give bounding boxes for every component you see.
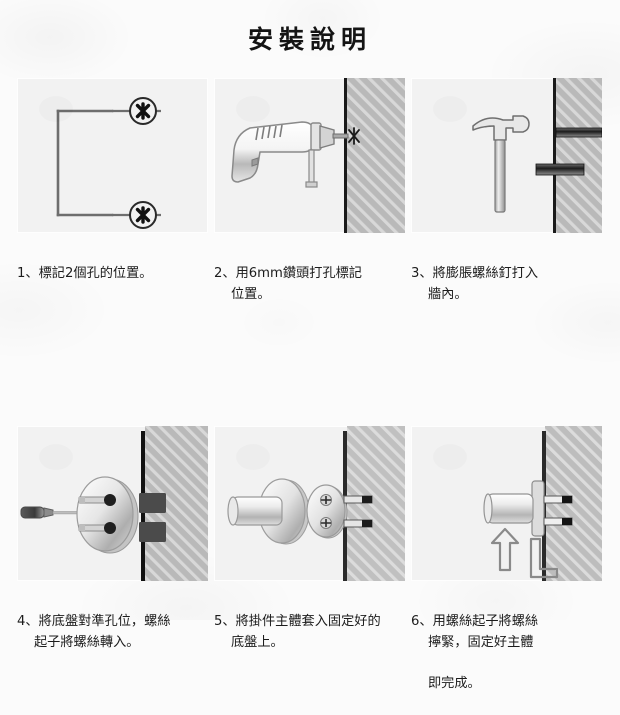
step-caption-1: 1、標記2個孔的位置。 (17, 244, 208, 285)
step-cell-2: 2、用6mm鑽頭打孔標記 位置。 (214, 78, 405, 326)
wall-face-line (553, 78, 556, 233)
hook-arm (231, 496, 283, 526)
caption-line: 6、用螺絲起子將螺絲 (411, 614, 539, 630)
caption-line: 3、將膨脹螺絲釘打入 (411, 266, 539, 282)
anchor-top (555, 127, 602, 138)
step-cell-5: 5、將掛件主體套入固定好的 底盤上。 (214, 425, 405, 715)
mounted-hook (483, 480, 545, 537)
panel-blot (433, 96, 467, 122)
wall-anchor-top (139, 492, 166, 513)
caption-line: 底盤上。 (231, 634, 284, 650)
screw-top (78, 493, 116, 506)
page-title: 安裝說明 (247, 25, 372, 54)
step-illustration-6 (411, 425, 602, 581)
base-plate-aligned-with-screwdriver (20, 425, 208, 581)
step-caption-2: 2、用6mm鑽頭打孔標記 位置。 (214, 244, 405, 326)
plate-screw-head-top (320, 493, 332, 506)
caption-line: 牆內。 (428, 286, 468, 302)
hammer-driving-anchors (472, 78, 602, 233)
step-illustration-4 (17, 425, 208, 581)
mounting-screws-in-wall (343, 495, 373, 528)
drill-mark (348, 127, 360, 145)
drill-bit (332, 133, 349, 139)
hammer-head (472, 115, 530, 141)
hook-arm-cap (227, 496, 239, 526)
electric-drill (231, 121, 349, 188)
hook-arm (486, 493, 534, 524)
panel-blot (236, 96, 270, 122)
hook-body (227, 478, 310, 545)
caption-line: 起子將螺絲轉入。 (34, 634, 140, 650)
installation-instruction-sheet: 安裝說明 (17, 25, 602, 691)
step-illustration-3 (411, 78, 602, 233)
plate-screw-head-bottom (320, 516, 332, 529)
anchor-bottom (535, 163, 585, 176)
step-illustration-2 (214, 78, 405, 233)
caption-line: 5、將掛件主體套入固定好的 (214, 614, 381, 630)
screwdriver (20, 506, 80, 519)
caption-line: 即完成。 (428, 675, 481, 691)
steps-grid: 1、標記2個孔的位置。 (17, 78, 603, 715)
step-cell-3: 3、將膨脹螺絲釘打入 牆內。 (411, 78, 602, 326)
wall-face-line (344, 78, 347, 233)
panel-blot (39, 444, 73, 470)
step-caption-4: 4、將底盤對準孔位，螺絲 起子將螺絲轉入。 (17, 592, 208, 674)
screw-mark-bottom (129, 201, 157, 229)
step-cell-6: 6、用螺絲起子將螺絲 擰緊，固定好主體 即完成。 (411, 425, 602, 715)
drill-depth-rod (305, 149, 318, 188)
hammer-handle (494, 139, 506, 213)
caption-line: 4、將底盤對準孔位，螺絲 (17, 614, 171, 630)
panel-blot (39, 96, 73, 122)
hook-base-flange (531, 480, 545, 537)
drill-chuck (319, 125, 335, 149)
base-plate (76, 476, 139, 554)
step-caption-3: 3、將膨脹螺絲釘打入 牆內。 (411, 244, 602, 326)
step-caption-5: 5、將掛件主體套入固定好的 底盤上。 (214, 592, 405, 674)
wall-hatched (556, 78, 602, 233)
steps-row-2: 4、將底盤對準孔位，螺絲 起子將螺絲轉入。 (17, 425, 603, 715)
caption-line: 1、標記2個孔的位置。 (17, 266, 153, 282)
screwdriver-shaft (52, 511, 80, 515)
hook-body-slides-onto-base-plate (227, 425, 405, 581)
fixing-screws (543, 495, 573, 526)
tighten-set-screw-finished (483, 425, 602, 581)
drill-vents (255, 124, 283, 141)
hex-key (529, 537, 559, 578)
electric-drill-into-wall (231, 78, 405, 233)
caption-line: 擰緊，固定好主體 (428, 634, 534, 650)
step-cell-1: 1、標記2個孔的位置。 (17, 78, 208, 326)
hammer (472, 115, 530, 213)
step-caption-6: 6、用螺絲起子將螺絲 擰緊，固定好主體 即完成。 (411, 592, 602, 715)
step-cell-4: 4、將底盤對準孔位，螺絲 起子將螺絲轉入。 (17, 425, 208, 715)
screw-mark-top (129, 97, 157, 125)
up-arrow (490, 527, 520, 571)
screw-axis-lines (112, 109, 161, 217)
wall-hatched (347, 78, 405, 233)
caption-line: 位置。 (231, 286, 271, 302)
panel-blot (433, 444, 467, 470)
mounted-base-plate (306, 484, 348, 539)
panel-blot (236, 444, 270, 470)
two-hole-marking-diagram (56, 97, 161, 229)
hook-arm-cap (483, 493, 493, 524)
step-illustration-5 (214, 425, 405, 581)
drill-trigger (251, 157, 259, 167)
screw-bottom (78, 521, 116, 534)
caption-line: 2、用6mm鑽頭打孔標記 (214, 266, 362, 282)
step-illustration-1 (17, 78, 208, 233)
wall-anchor-bottom (139, 521, 166, 542)
steps-row-1: 1、標記2個孔的位置。 (17, 78, 603, 326)
